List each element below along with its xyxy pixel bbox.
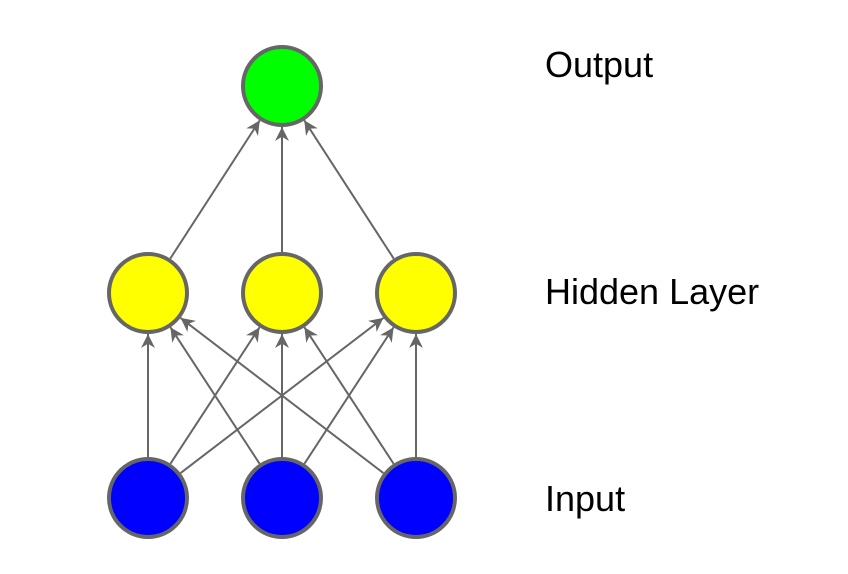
edges — [141, 119, 423, 474]
hidden-node-2 — [241, 252, 323, 334]
edge-input-2-to-hidden-1 — [169, 326, 261, 465]
layer-label-output: Output — [545, 44, 654, 85]
input-node-1 — [107, 457, 189, 539]
output-node-1 — [241, 45, 323, 127]
nodes — [107, 45, 457, 539]
input-node-2 — [241, 457, 323, 539]
input-node-3 — [375, 457, 457, 539]
edge-hidden-1-to-output-1 — [169, 119, 261, 260]
layer-label-hidden: Hidden Layer — [545, 271, 760, 312]
hidden-node-1 — [107, 252, 189, 334]
hidden-node-3 — [375, 252, 457, 334]
edge-input-3-to-hidden-2 — [303, 326, 395, 465]
edge-input-3-to-hidden-1 — [179, 317, 385, 474]
layer-label-input: Input — [545, 478, 626, 519]
edge-hidden-3-to-output-1 — [303, 119, 395, 260]
